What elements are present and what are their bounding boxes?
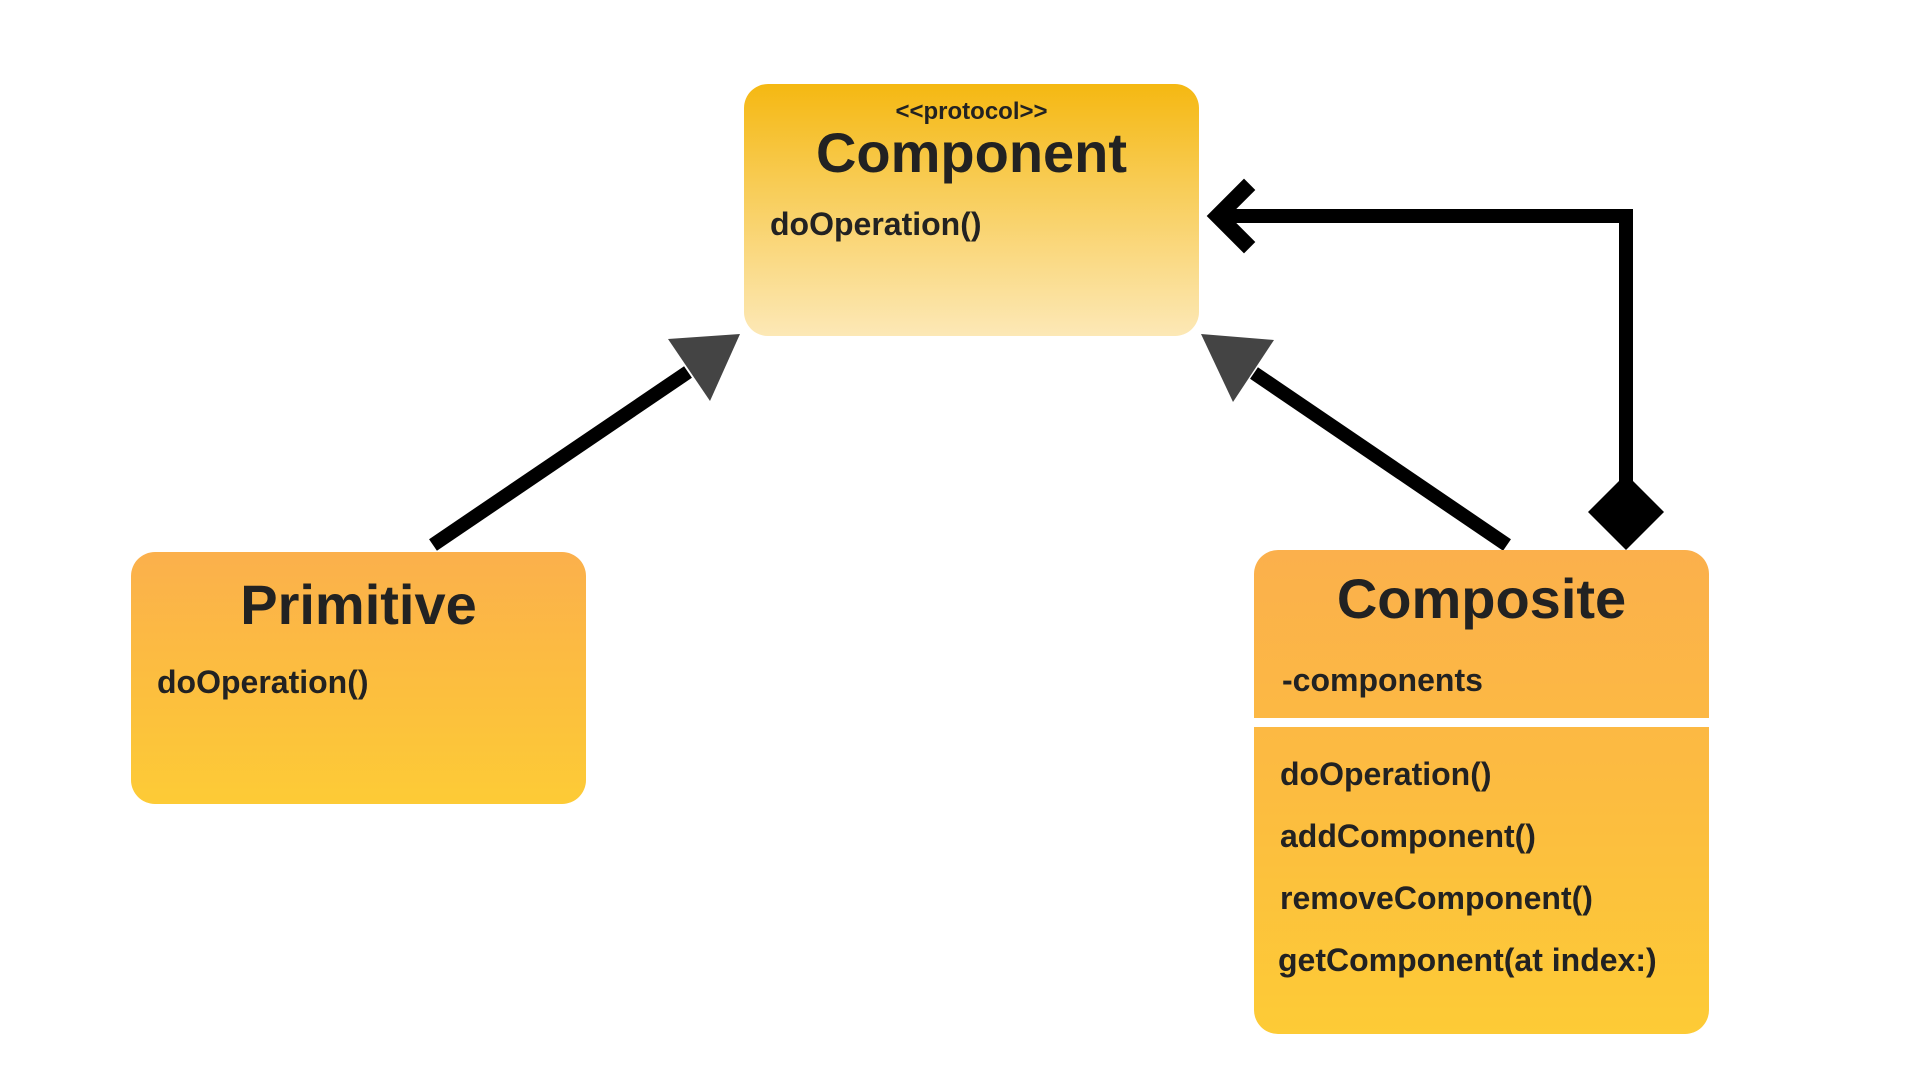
composition-open-arrowhead [1206, 178, 1256, 254]
primitive-class-name: Primitive [240, 573, 477, 636]
composite-method: removeComponent() [1280, 880, 1593, 916]
component-class-name: Component [815, 121, 1128, 184]
primitive-realization-arrowhead [668, 334, 740, 401]
composite-method: getComponent(at index:) [1278, 942, 1657, 978]
composition-diamond [1588, 474, 1664, 550]
composite-class-box: Composite -components doOperation() addC… [1254, 550, 1709, 1034]
composite-method: doOperation() [1280, 756, 1492, 792]
component-stereotype: <<protocol>> [895, 98, 1048, 125]
component-class-box: <<protocol>> Component doOperation() [744, 84, 1199, 336]
primitive-class-box: Primitive doOperation() [131, 552, 586, 804]
composite-attribute: -components [1282, 662, 1483, 698]
component-method: doOperation() [770, 206, 982, 242]
composite-realization-line [1250, 367, 1511, 551]
composite-section-divider [1254, 718, 1709, 727]
composite-class-name: Composite [1336, 567, 1627, 630]
primitive-method: doOperation() [157, 664, 369, 700]
primitive-realization-line [429, 366, 692, 551]
composition-line [1220, 209, 1633, 486]
composite-method: addComponent() [1280, 818, 1536, 854]
composite-realization-arrowhead [1201, 334, 1274, 402]
